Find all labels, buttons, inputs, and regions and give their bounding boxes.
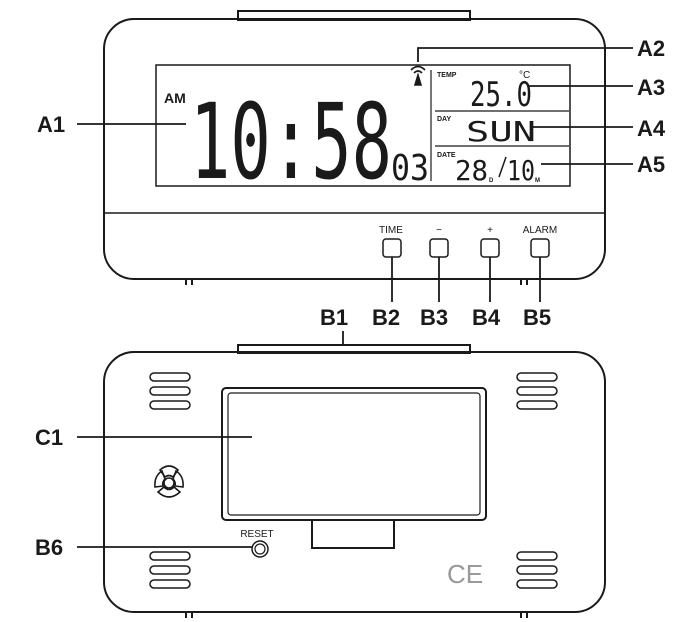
callout-b5: B5 bbox=[523, 305, 551, 330]
day-value: SUN bbox=[466, 115, 536, 148]
back-view bbox=[103, 331, 606, 618]
reset-button[interactable] bbox=[251, 540, 269, 558]
minus-button-label: − bbox=[436, 225, 442, 236]
am-indicator: AM bbox=[164, 90, 186, 106]
minus-button[interactable] bbox=[429, 238, 449, 258]
temp-unit: °C bbox=[519, 70, 530, 81]
radio-signal-icon bbox=[410, 65, 426, 86]
reset-label: RESET bbox=[240, 529, 273, 540]
temp-label: TEMP bbox=[437, 72, 457, 79]
front-view bbox=[103, 10, 606, 285]
temp-value: 25.0 bbox=[470, 75, 532, 115]
lcd-frame bbox=[155, 64, 571, 187]
vent-top-right bbox=[516, 372, 558, 410]
alarm-button[interactable] bbox=[530, 238, 550, 258]
date-month: 10 bbox=[507, 154, 535, 187]
time-button[interactable] bbox=[382, 238, 402, 258]
date-day-unit: D bbox=[489, 178, 494, 184]
back-leader-lines bbox=[77, 436, 252, 548]
back-housing bbox=[103, 351, 606, 613]
callout-b3: B3 bbox=[420, 305, 448, 330]
day-label: DAY bbox=[437, 116, 451, 123]
callout-a2: A2 bbox=[637, 36, 665, 61]
callout-b2: B2 bbox=[372, 305, 400, 330]
callout-c1: C1 bbox=[35, 425, 63, 450]
date-label: DATE bbox=[437, 152, 456, 159]
ce-mark: CE bbox=[447, 559, 483, 589]
front-housing bbox=[103, 18, 606, 280]
time-button-label: TIME bbox=[379, 225, 403, 236]
callout-a1: A1 bbox=[37, 112, 65, 137]
callout-a5: A5 bbox=[637, 152, 665, 177]
speaker-icon bbox=[154, 465, 184, 498]
vent-bottom-left bbox=[149, 551, 191, 589]
callout-b6: B6 bbox=[35, 535, 63, 560]
vent-top-left bbox=[149, 372, 191, 410]
seconds-display: 03 bbox=[391, 148, 429, 189]
alarm-button-label: ALARM bbox=[523, 225, 557, 236]
battery-latch bbox=[311, 520, 395, 549]
time-display: 10:58 bbox=[190, 81, 392, 203]
date-month-unit: M bbox=[535, 178, 540, 184]
plus-button-label: + bbox=[487, 225, 493, 236]
callout-b4: B4 bbox=[472, 305, 501, 330]
callout-b1: B1 bbox=[320, 305, 348, 330]
date-slash bbox=[498, 156, 507, 178]
date-day: 28 bbox=[455, 154, 488, 187]
battery-compartment bbox=[221, 387, 487, 521]
vent-bottom-right bbox=[516, 551, 558, 589]
front-leader-lines bbox=[77, 47, 633, 302]
plus-button[interactable] bbox=[480, 238, 500, 258]
callout-a4: A4 bbox=[637, 116, 666, 141]
callout-a3: A3 bbox=[637, 75, 665, 100]
